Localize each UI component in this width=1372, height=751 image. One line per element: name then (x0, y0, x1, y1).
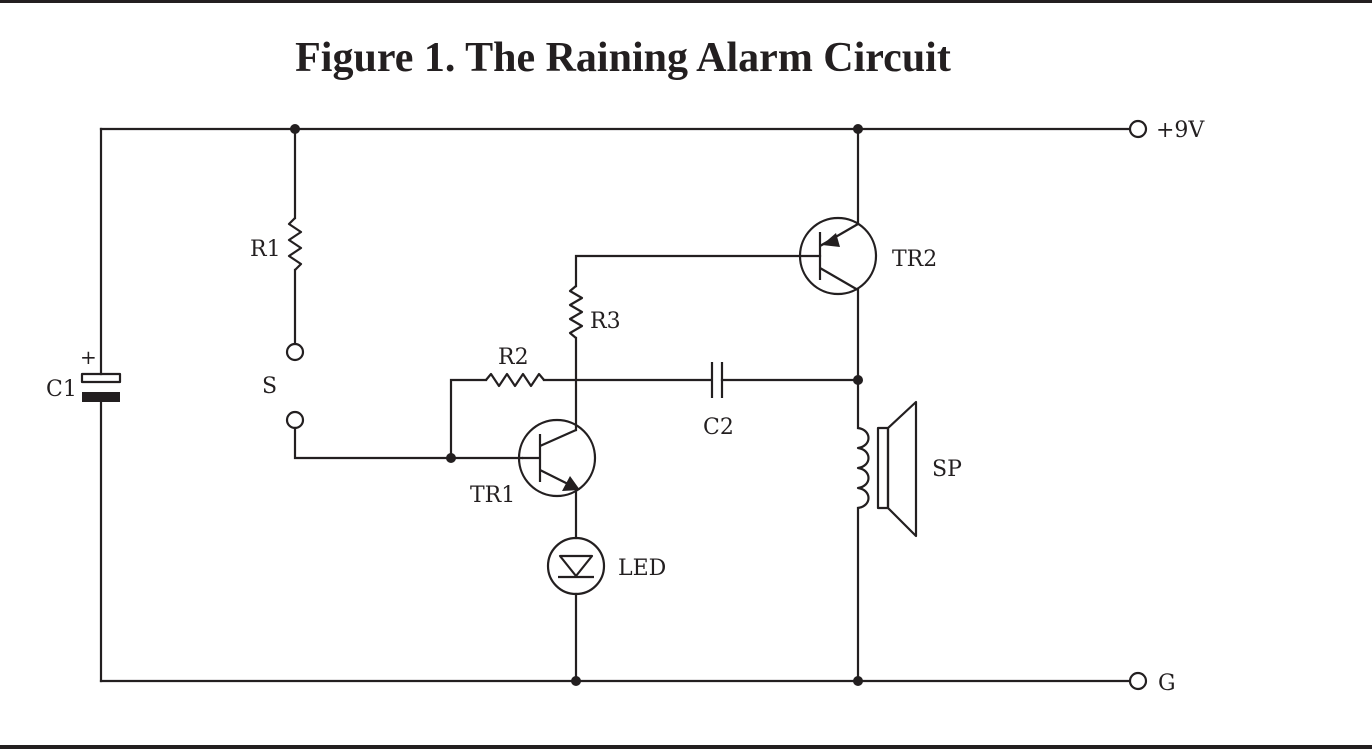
r3-label: R3 (590, 309, 621, 334)
led-diode (546, 536, 606, 596)
positive-terminal (1128, 119, 1148, 139)
capacitor-c1 (80, 372, 122, 402)
tr1-label: TR1 (470, 483, 515, 508)
tr2-label: TR2 (892, 247, 937, 272)
r2-left-wire (449, 378, 488, 460)
speaker-coil (856, 426, 870, 510)
r1-label: R1 (250, 237, 281, 262)
r2-label: R2 (498, 345, 529, 370)
junction-dot-speaker-ground (853, 676, 863, 686)
resistor-r1 (287, 217, 303, 271)
switch-s-contact-bottom (285, 410, 305, 430)
figure-title: Figure 1. The Raining Alarm Circuit (295, 35, 951, 81)
junction-dot-tr2-top (853, 124, 863, 134)
ground-terminal (1128, 671, 1148, 691)
switch-s-contact-top (285, 342, 305, 362)
c1-negative-plate (82, 392, 120, 402)
c2-label: C2 (703, 415, 734, 440)
resistor-r2 (485, 372, 545, 388)
c1-positive-plate (80, 372, 122, 384)
junction-dot-c2-speaker (853, 375, 863, 385)
transistor-tr1 (517, 418, 597, 498)
speaker-sp (876, 400, 918, 538)
switch-to-tr1-base-wire (293, 426, 524, 460)
speaker-label: SP (932, 457, 962, 482)
junction-dot-r1-top (290, 124, 300, 134)
junction-dot-tr1-base (446, 453, 456, 463)
led-label: LED (618, 556, 666, 581)
frame-bottom-border (0, 745, 1372, 749)
c1-label: C1 (46, 377, 77, 402)
ground-terminal-label: G (1158, 671, 1176, 696)
frame-top-border (0, 0, 1372, 3)
resistor-r3 (568, 285, 584, 339)
junction-dot-led-ground (571, 676, 581, 686)
transistor-tr2 (798, 216, 878, 296)
c1-polarity-label: + (80, 345, 97, 369)
tr2-base-to-r3-wire (574, 254, 822, 288)
positive-terminal-label: +9V (1156, 118, 1205, 143)
switch-s-label: S (262, 374, 277, 399)
capacitor-c2 (710, 362, 724, 398)
